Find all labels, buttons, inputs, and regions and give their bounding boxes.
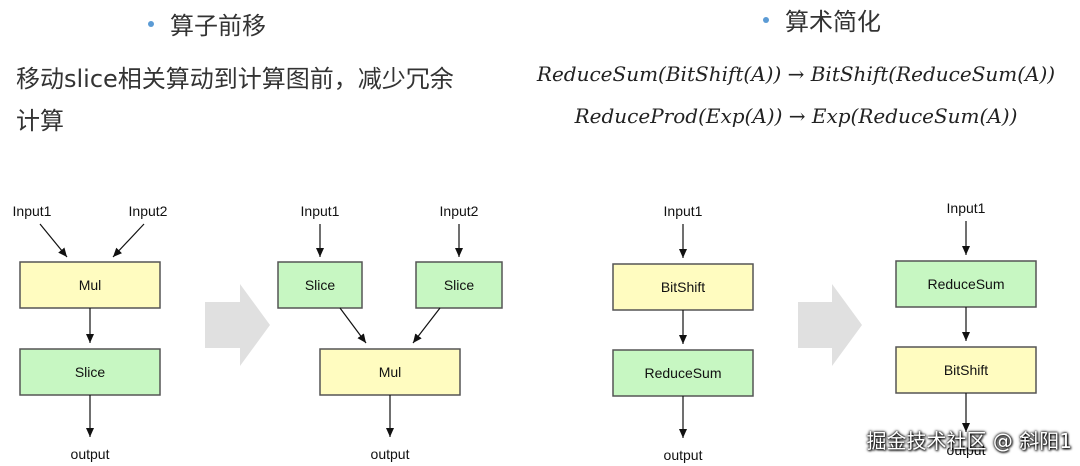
d4-reducesum-label: ReduceSum	[927, 276, 1004, 292]
transform-arrow-1-icon	[205, 284, 270, 366]
transform-arrow-2-icon	[798, 284, 862, 366]
d1-input1-label: Input1	[13, 203, 52, 219]
left-section-heading: 算子前移	[148, 6, 266, 41]
d3-input1-label: Input1	[664, 203, 703, 219]
d2-slice-left-node	[277, 261, 363, 309]
d4-input1-label: Input1	[947, 200, 986, 216]
diagram-4: Input1 ReduceSum BitShift output	[895, 200, 1037, 458]
formula-reduceprod: ReduceProd(Exp(A)) → Exp(ReduceSum(A))	[574, 104, 1018, 128]
d3-reducesum-node	[612, 349, 754, 397]
right-section-title: 算术简化	[785, 8, 881, 36]
d1-edge-input2-mul	[112, 223, 145, 258]
watermark: 掘金技术社区 @ 斜阳1	[866, 429, 1072, 453]
d2-slice-right-node	[415, 261, 503, 309]
d4-reducesum-node	[895, 260, 1037, 308]
d1-slice-label: Slice	[75, 364, 106, 380]
bullet-dot-icon	[148, 20, 154, 27]
d4-output-label: output	[947, 442, 986, 458]
formula-reducesum: ReduceSum(BitShift(A)) → BitShift(Reduce…	[536, 62, 1056, 86]
d2-edge-slice-mul-left	[339, 307, 367, 344]
d2-input2-label: Input2	[440, 203, 479, 219]
d2-edge-slice-mul-right	[412, 307, 441, 344]
d1-edge-input1-mul	[39, 223, 68, 258]
diagram-3: Input1 BitShift ReduceSum output	[612, 203, 754, 463]
left-section-description: 移动slice相关算动到计算图前，减少冗余计算	[16, 65, 454, 135]
d2-mul-label: Mul	[379, 364, 402, 380]
diagram-1: Input1 Input2 Mul Slice output	[13, 203, 168, 462]
d2-slice-left-label: Slice	[305, 277, 336, 293]
d4-bitshift-node	[895, 346, 1037, 394]
right-section-heading: 算术简化	[763, 2, 881, 37]
d2-output-label: output	[371, 446, 410, 462]
d1-slice-node	[19, 348, 161, 396]
diagram-2: Input1 Input2 Slice Slice Mul output	[277, 203, 503, 462]
d1-input2-label: Input2	[129, 203, 168, 219]
d1-output-label: output	[71, 446, 110, 462]
d4-bitshift-label: BitShift	[944, 362, 988, 378]
d3-reducesum-label: ReduceSum	[644, 365, 721, 381]
d2-input1-label: Input1	[301, 203, 340, 219]
d3-output-label: output	[664, 447, 703, 463]
left-section-title: 算子前移	[170, 12, 266, 40]
d3-bitshift-label: BitShift	[661, 279, 705, 295]
d2-slice-right-label: Slice	[444, 277, 475, 293]
bullet-dot-icon	[763, 16, 769, 23]
d1-mul-label: Mul	[79, 277, 102, 293]
d2-mul-node	[319, 348, 461, 396]
